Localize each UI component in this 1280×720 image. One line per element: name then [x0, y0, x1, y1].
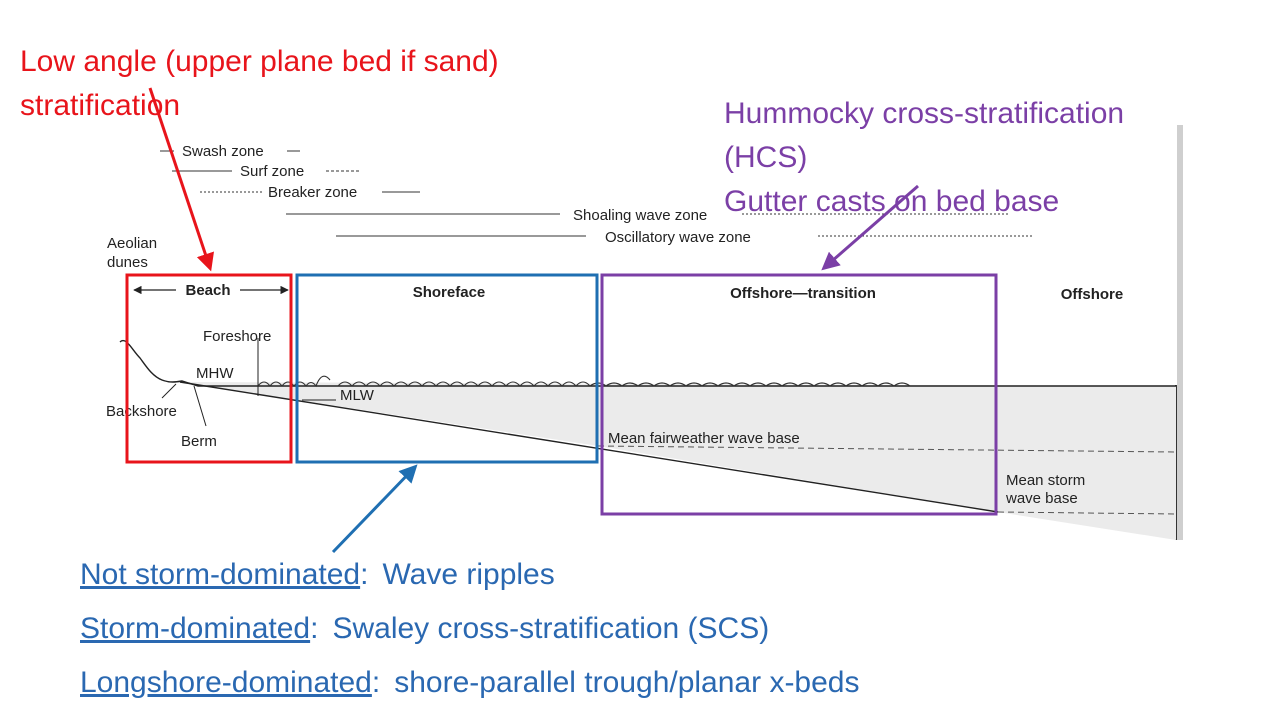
red-pointer-arrow — [148, 87, 214, 272]
legend-term: Longshore-dominated — [80, 666, 372, 699]
foreshore-label: Foreshore — [203, 328, 271, 345]
shoreface-highlight-box — [295, 273, 599, 464]
hcs-annotation: Hummocky cross-stratification (HCS) Gutt… — [724, 92, 1264, 224]
legend-description: shore-parallel trough/planar x-beds — [394, 666, 860, 699]
aeolian-label-line1: Aeolian — [107, 235, 157, 252]
legend-description: Wave ripples — [382, 558, 555, 591]
section-offshore-transition: Offshore—transition — [730, 285, 876, 302]
low-angle-line1: Low angle (upper plane bed if sand) — [20, 45, 499, 78]
breaker-zone-label: Breaker zone — [268, 184, 357, 201]
legend-row: Longshore-dominated: shore-parallel troug… — [80, 656, 980, 710]
section-shoreface: Shoreface — [413, 284, 486, 301]
mlw-label: MLW — [340, 387, 375, 404]
offshore-transition-highlight-box — [600, 273, 998, 516]
oscillatory-zone-label: Oscillatory wave zone — [605, 229, 751, 246]
legend-row: Storm-dominated: Swaley cross-stratificat… — [80, 602, 980, 656]
legend-description: Swaley cross-stratification (SCS) — [332, 612, 770, 645]
mhw-label: MHW — [196, 365, 234, 382]
storm-wave-base-label-line1: Mean storm — [1006, 472, 1085, 489]
shoaling-zone-label: Shoaling wave zone — [573, 207, 707, 224]
shoreface-legend: Not storm-dominated: Wave ripples Storm-d… — [80, 548, 980, 710]
purple-pointer-arrow — [821, 184, 919, 271]
backshore-label: Backshore — [106, 403, 177, 420]
hcs-line1: Hummocky cross-stratification — [724, 97, 1125, 130]
legend-separator: : — [371, 666, 381, 699]
legend-term: Not storm-dominated — [80, 558, 361, 591]
section-beach: Beach — [185, 282, 230, 299]
low-angle-line2: stratification — [20, 89, 181, 122]
legend-row: Not storm-dominated: Wave ripples — [80, 548, 980, 602]
swash-zone-label: Swash zone — [182, 143, 264, 160]
beach-highlight-box — [125, 273, 293, 464]
section-offshore: Offshore — [1061, 286, 1124, 303]
storm-wave-base-label-line2: wave base — [1005, 490, 1078, 507]
coastal-profile — [119, 338, 1177, 540]
legend-term: Storm-dominated — [80, 612, 311, 645]
legend-separator: : — [360, 558, 369, 591]
aeolian-label-line2: dunes — [107, 254, 148, 271]
hcs-line3: Gutter casts on bed base — [724, 185, 1060, 218]
zone-lines — [160, 150, 1034, 237]
berm-label: Berm — [181, 433, 217, 450]
surf-zone-label: Surf zone — [240, 163, 304, 180]
hcs-line2: (HCS) — [724, 141, 808, 174]
legend-separator: : — [310, 612, 319, 645]
low-angle-annotation: Low angle (upper plane bed if sand) stra… — [20, 40, 660, 128]
fairweather-wave-base-label: Mean fairweather wave base — [608, 430, 800, 447]
blue-pointer-arrow — [331, 464, 418, 554]
